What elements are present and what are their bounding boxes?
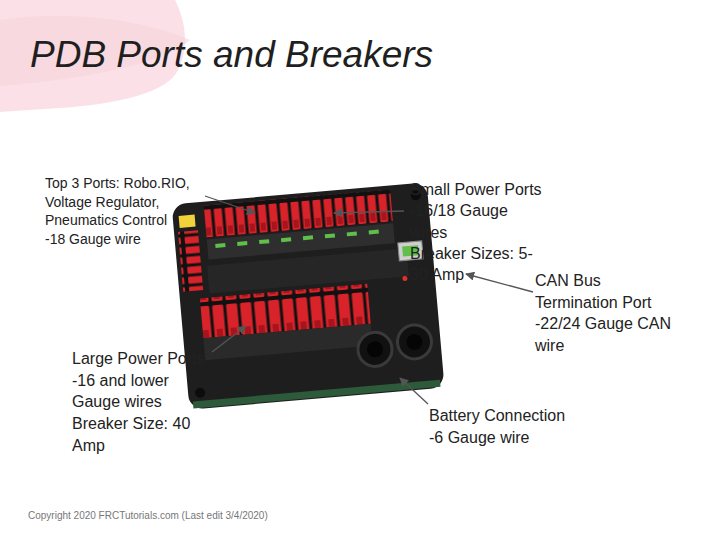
slide-title: PDB Ports and Breakers <box>30 34 433 76</box>
callout-label: -18 Gauge wire <box>45 230 223 249</box>
callout-label: -22/24 Gauge CAN wire <box>535 313 677 356</box>
leader-arrow <box>334 211 404 213</box>
callout-text: CAN Bus Termination Port-22/24 Gauge CAN… <box>535 270 677 357</box>
callout-text: Copyright 2020 FRCTutorials.com (Last ed… <box>28 509 328 522</box>
callout-label: CAN Bus Termination Port <box>535 270 677 313</box>
callout-label: Breaker Sizes: 5-30 Amp <box>410 243 545 286</box>
pdb-board <box>172 182 445 410</box>
callout-text: Top 3 Ports: Robo.RIO, Voltage Regulator… <box>45 174 223 248</box>
callout-label: -16 and lower Gauge wires <box>72 370 212 413</box>
copyright-note: Copyright 2020 FRCTutorials.com (Last ed… <box>28 509 328 522</box>
callout-label: Battery Connection <box>429 405 579 427</box>
leader-arrow <box>205 196 255 213</box>
callout-label: Large Power Ports <box>72 348 212 370</box>
callout-text: Battery Connection-6 Gauge wire <box>429 405 579 448</box>
callout-label: Small Power Ports <box>410 179 545 200</box>
callout-text: Small Power Ports-16/18 Gauge wiresBreak… <box>410 179 545 285</box>
callout-label: Breaker Size: 40 Amp <box>72 413 212 456</box>
callout-label: -16/18 Gauge wires <box>410 200 545 243</box>
leader-arrow <box>400 378 428 404</box>
leader-arrow <box>466 274 533 292</box>
leader-arrow <box>212 326 246 352</box>
callout-text: Large Power Ports-16 and lower Gauge wir… <box>72 348 212 457</box>
callout-label: -6 Gauge wire <box>429 427 579 449</box>
callout-label: Top 3 Ports: Robo.RIO, Voltage Regulator… <box>45 174 223 230</box>
